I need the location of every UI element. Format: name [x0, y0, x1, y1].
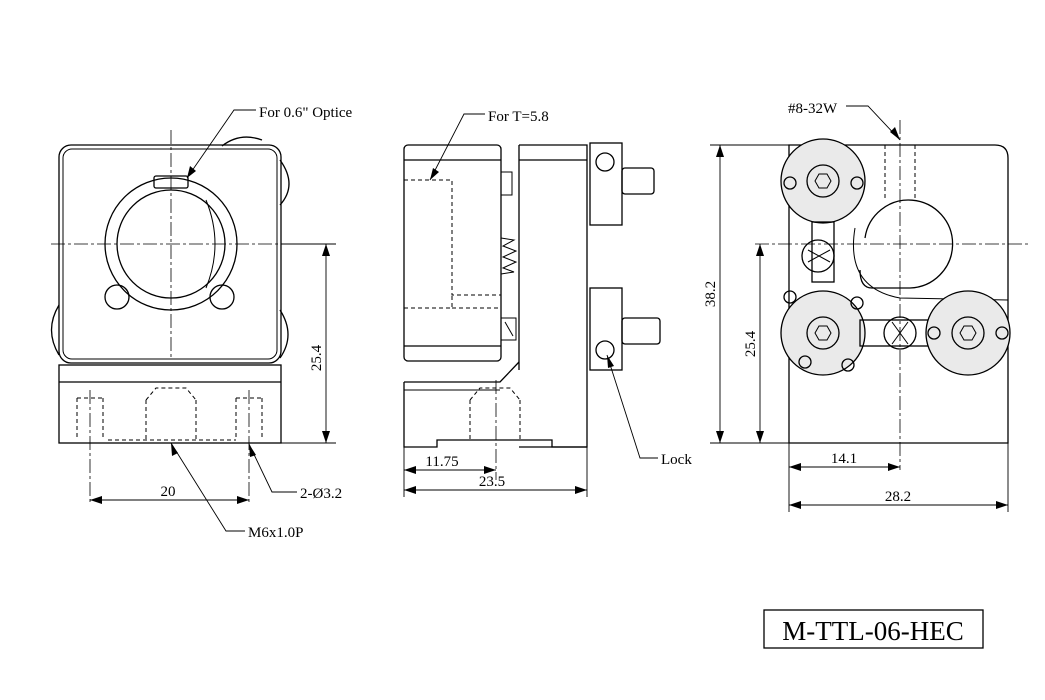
side-base-dim: 11.75: [425, 454, 458, 470]
side-total-dim: 23.5: [479, 474, 505, 490]
rear-height-center-dim: 25.4: [743, 330, 759, 357]
side-callouts: For T=5.8 Lock: [429, 109, 692, 468]
rear-height-total-dim: 38.2: [703, 281, 719, 307]
thickness-callout: For T=5.8: [488, 109, 549, 125]
part-number: M-TTL-06-HEC: [782, 616, 963, 646]
holes-callout: 2-Ø3.2: [300, 486, 342, 502]
lock-callout: Lock: [661, 452, 692, 468]
rear-half-width-dim: 14.1: [831, 451, 857, 467]
optic-callout: For 0.6" Optice: [259, 105, 353, 121]
front-height-dim: 25.4: [309, 344, 325, 371]
thread-callout: M6x1.0P: [248, 525, 303, 541]
screw-callout: #8-32W: [788, 101, 838, 117]
part-number-box: M-TTL-06-HEC: [763, 609, 984, 649]
front-callouts: For 0.6" Optice 2-Ø3.2 M6x1.0P: [170, 105, 353, 541]
front-width-dim: 20: [161, 484, 176, 500]
side-view: 11.75 23.5: [403, 142, 661, 497]
rear-view: 38.2 25.4 14.1 28.2: [703, 120, 1030, 512]
rear-callouts: #8-32W: [788, 101, 901, 141]
rear-width-dim: 28.2: [885, 489, 911, 505]
front-view: 25.4 20: [50, 130, 336, 505]
